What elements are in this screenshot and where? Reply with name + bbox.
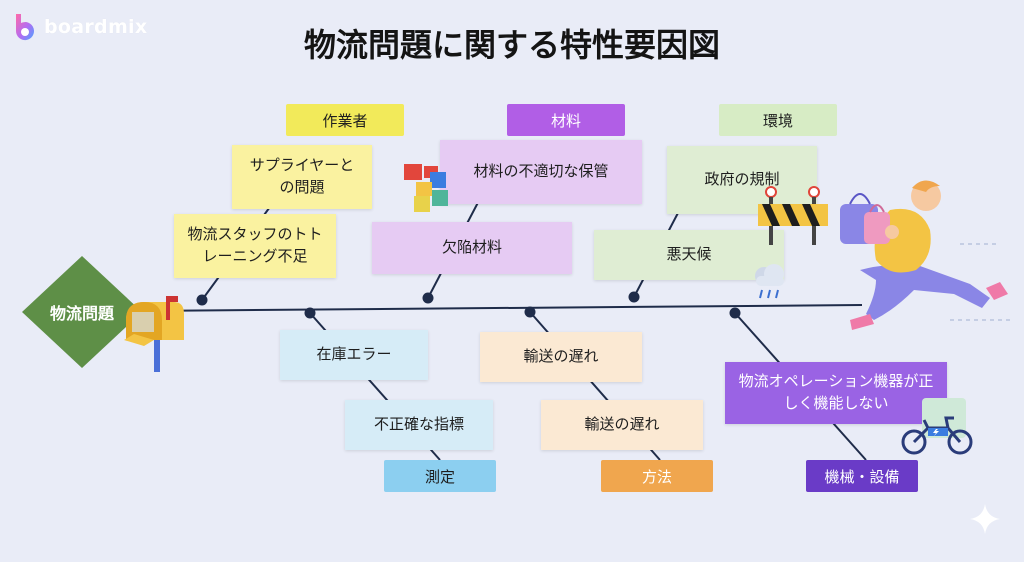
category-method[interactable]: 方法 (601, 460, 713, 492)
joint-worker (196, 294, 208, 306)
joint-machine (729, 307, 741, 319)
joint-measurement (304, 307, 316, 319)
cause-note[interactable]: 物流オペレーション機器が正しく機能しない (725, 362, 947, 424)
cause-text: サプライヤーとの問題 (249, 156, 355, 196)
cause-note[interactable]: 政府の規制 (667, 146, 817, 214)
cause-note[interactable]: 輸送の遅れ (541, 400, 703, 450)
page-title: 物流問題に関する特性要因図 (303, 26, 720, 64)
joint-method (524, 306, 536, 318)
category-material[interactable]: 材料 (507, 104, 625, 136)
category-measurement[interactable]: 測定 (384, 460, 496, 492)
cause-text: 在庫エラー (316, 345, 392, 364)
cause-text: 悪天候 (666, 245, 712, 264)
boardmix-logo[interactable]: boardmix (12, 12, 147, 42)
category-environment[interactable]: 環境 (719, 104, 837, 136)
running-person-with-bags-icon (840, 180, 1010, 330)
brand-name: boardmix (44, 16, 148, 38)
problem-diamond[interactable] (22, 256, 142, 368)
cause-text: 物流オペレーション機器が正しく機能しない (738, 372, 934, 412)
sparkle-icon (970, 504, 1000, 534)
cause-note[interactable]: 物流スタッフのトトレーニング不足 (174, 214, 336, 278)
category-machine[interactable]: 機械・設備 (806, 460, 918, 492)
cause-text: 材料の不適切な保管 (473, 162, 609, 181)
electric-bike-icon (901, 398, 973, 455)
cause-note[interactable]: 材料の不適切な保管 (440, 140, 642, 204)
cause-text: 物流スタッフのトトレーニング不足 (187, 225, 323, 265)
cause-note[interactable]: 輸送の遅れ (480, 332, 642, 382)
category-worker[interactable]: 作業者 (286, 104, 404, 136)
cause-note[interactable]: 欠陥材料 (372, 222, 572, 274)
joint-environment (628, 291, 640, 303)
joint-material (422, 292, 434, 304)
cause-text: 輸送の遅れ (523, 347, 599, 366)
puzzle-cubes-icon (404, 164, 448, 212)
cause-note[interactable]: 在庫エラー (280, 330, 428, 380)
rain-cloud-icon (755, 264, 784, 299)
cause-text: 政府の規制 (704, 170, 780, 189)
cause-text: 欠陥材料 (441, 238, 502, 257)
cause-text: 不正確な指標 (373, 415, 464, 434)
cause-note[interactable]: 悪天候 (594, 230, 784, 280)
problem-label: 物流問題 (49, 304, 114, 323)
road-barrier-icon (758, 186, 828, 245)
cause-note[interactable]: サプライヤーとの問題 (232, 145, 372, 209)
spine-line (139, 304, 863, 312)
cause-note[interactable]: 不正確な指標 (345, 400, 493, 450)
mailbox-icon (124, 296, 184, 372)
boardmix-logo-icon (15, 14, 34, 41)
cause-text: 輸送の遅れ (584, 415, 660, 434)
